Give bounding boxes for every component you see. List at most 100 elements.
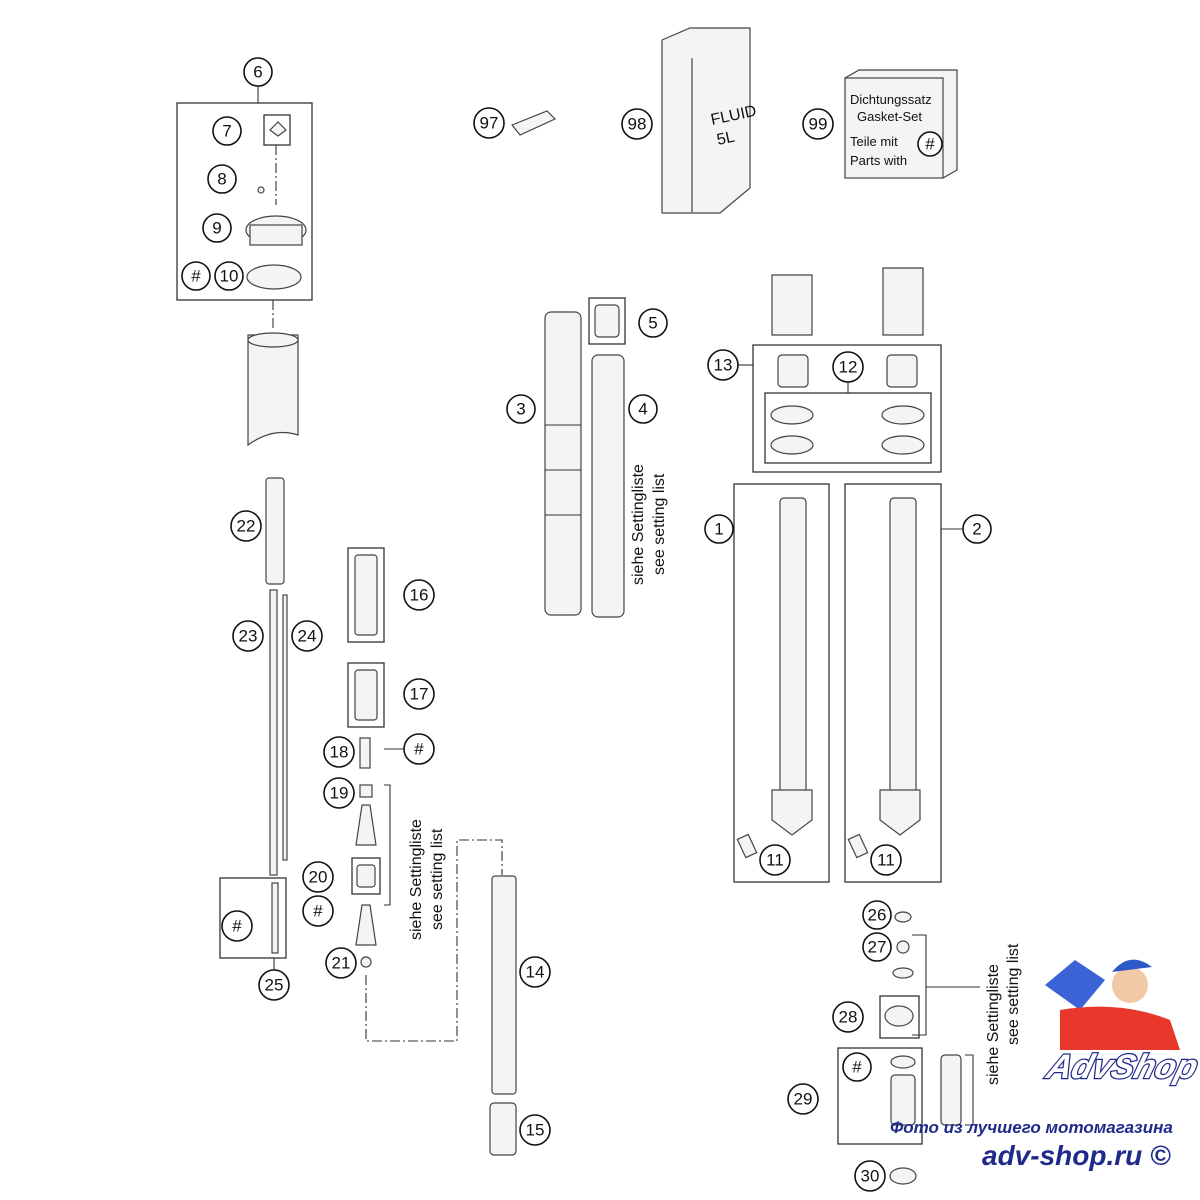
fluid-volume-label: 5L xyxy=(715,129,736,149)
callout-11-right: 11 xyxy=(870,844,902,876)
part-21-nut xyxy=(360,956,372,968)
washer xyxy=(892,967,914,979)
svg-text:#: # xyxy=(313,902,323,921)
gasket-box-line3: Teile mit xyxy=(850,134,898,149)
gasket-box-line4: Parts with xyxy=(850,153,907,168)
part-19-shim-stack xyxy=(355,804,377,846)
bushing-left xyxy=(777,354,809,388)
svg-text:24: 24 xyxy=(298,627,317,646)
setting-note-en-4: see setting list xyxy=(651,473,668,575)
setting-note-en-19: see setting list xyxy=(429,828,446,930)
svg-text:4: 4 xyxy=(638,400,647,419)
callout-30: 30 xyxy=(854,1160,886,1192)
part-24-adjuster-rod xyxy=(282,594,288,861)
callout-9: 9 xyxy=(202,213,232,243)
callout-11-left: 11 xyxy=(759,844,791,876)
svg-text:22: 22 xyxy=(237,517,256,536)
svg-text:21: 21 xyxy=(332,954,351,973)
part-2-inner-tube xyxy=(889,497,917,799)
part-16-frame xyxy=(347,547,385,643)
part-5-frame xyxy=(588,297,626,345)
part-25-needle xyxy=(271,882,279,954)
part-30-seal xyxy=(889,1167,917,1185)
svg-text:29: 29 xyxy=(794,1090,813,1109)
group-13-frame xyxy=(752,344,942,473)
callout-19: 19 xyxy=(323,777,355,809)
callout-25: 25 xyxy=(258,969,290,1001)
callout-hash-20: # xyxy=(302,895,334,927)
watermark-tagline: Фото из лучшего мотомагазина xyxy=(890,1118,1173,1137)
shim-stack-29 xyxy=(940,1054,962,1126)
callout-5: 5 xyxy=(638,308,668,338)
callout-18: 18 xyxy=(323,736,355,768)
setting-note-de-28: siehe Settingliste xyxy=(985,964,1002,1085)
callout-98: 98 xyxy=(621,108,653,140)
bolts-left xyxy=(736,833,758,859)
callout-hash-29: # xyxy=(842,1052,872,1082)
callout-29: 29 xyxy=(787,1083,819,1115)
part-26-washer xyxy=(894,911,912,923)
part-8-screw xyxy=(257,186,265,194)
part-7-frame xyxy=(263,114,291,146)
part-29-frame xyxy=(837,1047,923,1145)
callout-16: 16 xyxy=(403,579,435,611)
svg-text:AdvShop: AdvShop xyxy=(1042,1049,1200,1086)
callout-21: 21 xyxy=(325,947,357,979)
part-1-inner-tube xyxy=(779,497,807,799)
part-18-valve-pin xyxy=(359,737,371,769)
seal-left-2 xyxy=(770,435,814,455)
part-23-piston-rod xyxy=(269,589,278,876)
svg-text:15: 15 xyxy=(526,1121,545,1140)
seal-left-1 xyxy=(770,405,814,425)
seal-right-2 xyxy=(881,435,925,455)
svg-text:99: 99 xyxy=(809,115,828,134)
svg-text:19: 19 xyxy=(330,784,349,803)
part-5-spring-seat xyxy=(594,304,620,338)
svg-text:28: 28 xyxy=(839,1008,858,1027)
callout-2: 2 xyxy=(962,514,992,544)
svg-text:#: # xyxy=(232,917,242,936)
callout-hash-25: # xyxy=(221,910,253,942)
seal-right-1 xyxy=(881,405,925,425)
callout-23: 23 xyxy=(232,620,264,652)
svg-text:8: 8 xyxy=(217,170,226,189)
fork-guard-right xyxy=(882,267,924,336)
svg-text:16: 16 xyxy=(410,586,429,605)
setting-note-en-28: see setting list xyxy=(1005,943,1022,1045)
svg-text:14: 14 xyxy=(526,963,545,982)
part-19-nut xyxy=(359,784,373,798)
callout-27: 27 xyxy=(862,932,892,962)
part-2-frame xyxy=(844,483,942,883)
callout-6: 6 xyxy=(243,57,273,87)
callout-14: 14 xyxy=(519,956,551,988)
part-27-nut xyxy=(896,940,910,954)
svg-text:2: 2 xyxy=(972,520,981,539)
part-14-cartridge-tube xyxy=(491,875,517,1095)
part-98-fluid-can xyxy=(661,27,751,214)
svg-text:10: 10 xyxy=(220,267,239,286)
gasket-box-hash-callout: # xyxy=(917,131,943,157)
callout-28: 28 xyxy=(832,1001,864,1033)
callout-17: 17 xyxy=(403,678,435,710)
setting-note-de-19: siehe Settingliste xyxy=(408,819,425,940)
gasket-box-front xyxy=(844,77,944,179)
svg-text:1: 1 xyxy=(714,520,723,539)
callout-8: 8 xyxy=(207,164,237,194)
svg-text:11: 11 xyxy=(766,851,784,870)
svg-text:5: 5 xyxy=(648,314,657,333)
part-4-spring xyxy=(591,354,625,618)
part-16-valve xyxy=(354,554,378,636)
o-ring-29 xyxy=(890,1055,916,1069)
svg-text:#: # xyxy=(852,1058,862,1077)
callout-24: 24 xyxy=(291,620,323,652)
svg-text:13: 13 xyxy=(714,356,733,375)
svg-text:#: # xyxy=(191,267,201,286)
svg-text:12: 12 xyxy=(839,358,858,377)
bushing-right xyxy=(886,354,918,388)
part-28-frame xyxy=(879,995,920,1039)
fork-cap-body xyxy=(249,224,303,246)
callout-26: 26 xyxy=(862,900,892,930)
svg-text:97: 97 xyxy=(480,114,499,133)
bolts-right xyxy=(847,833,869,859)
callout-12: 12 xyxy=(832,351,864,383)
